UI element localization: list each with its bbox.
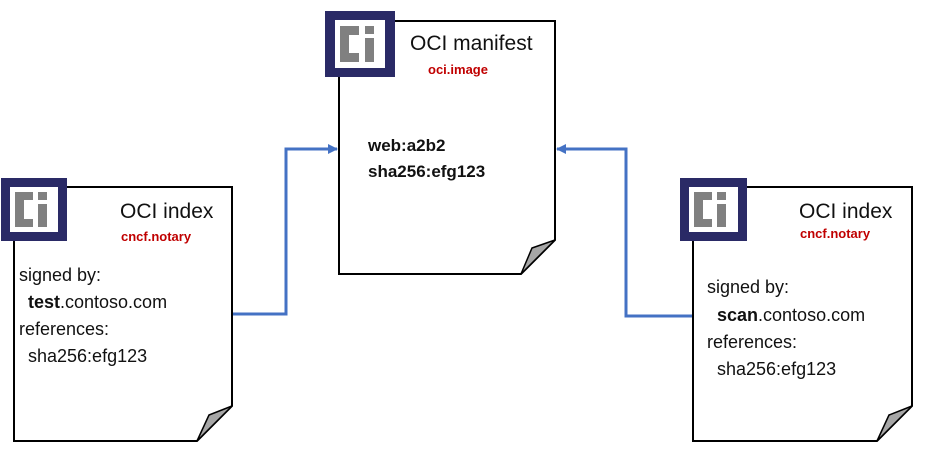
left-index-signer-domain: .contoso.com: [60, 292, 168, 312]
left-index-to-manifest-arrow: [232, 144, 338, 316]
manifest-digest: sha256:efg123: [368, 162, 486, 181]
manifest-media-type: oci.image: [428, 62, 488, 77]
oci-manifest-document: OCI manifest oci.image web:a2b2 sha256:e…: [338, 20, 556, 275]
left-index-title: OCI index: [120, 200, 214, 223]
right-oci-index-document: OCI index cncf.notary signed by: scan.co…: [692, 186, 913, 442]
right-index-signer: scan.contoso.com: [717, 305, 865, 326]
left-index-signer-name: test: [28, 292, 61, 312]
oci-logo-icon: [680, 178, 747, 241]
manifest-title: OCI manifest: [410, 32, 533, 55]
oci-logo-icon: [325, 11, 395, 77]
right-index-title: OCI index: [799, 200, 893, 223]
document-page-shape: [338, 20, 556, 275]
left-oci-index-document: OCI index cncf.notary signed by: test.co…: [13, 186, 233, 442]
document-page-shape: [13, 186, 233, 442]
left-index-reference-digest: sha256:efg123: [28, 346, 148, 366]
oci-logo-icon: [1, 178, 67, 241]
document-page-shape: [692, 186, 913, 442]
left-index-signer: test.contoso.com: [28, 292, 167, 313]
right-index-references-label: references:: [707, 332, 798, 352]
right-index-signed-by-label: signed by:: [707, 277, 790, 297]
right-index-reference-digest: sha256:efg123: [717, 359, 837, 379]
left-index-references-label: references:: [19, 319, 110, 339]
manifest-tag: web:a2b2: [368, 136, 446, 155]
right-index-signer-name: scan: [717, 305, 759, 325]
right-index-media-type: cncf.notary: [800, 226, 871, 241]
left-index-media-type: cncf.notary: [121, 229, 192, 244]
right-index-signer-domain: .contoso.com: [758, 305, 866, 325]
left-index-signed-by-label: signed by:: [19, 265, 102, 285]
right-index-to-manifest-arrow: [556, 144, 692, 318]
